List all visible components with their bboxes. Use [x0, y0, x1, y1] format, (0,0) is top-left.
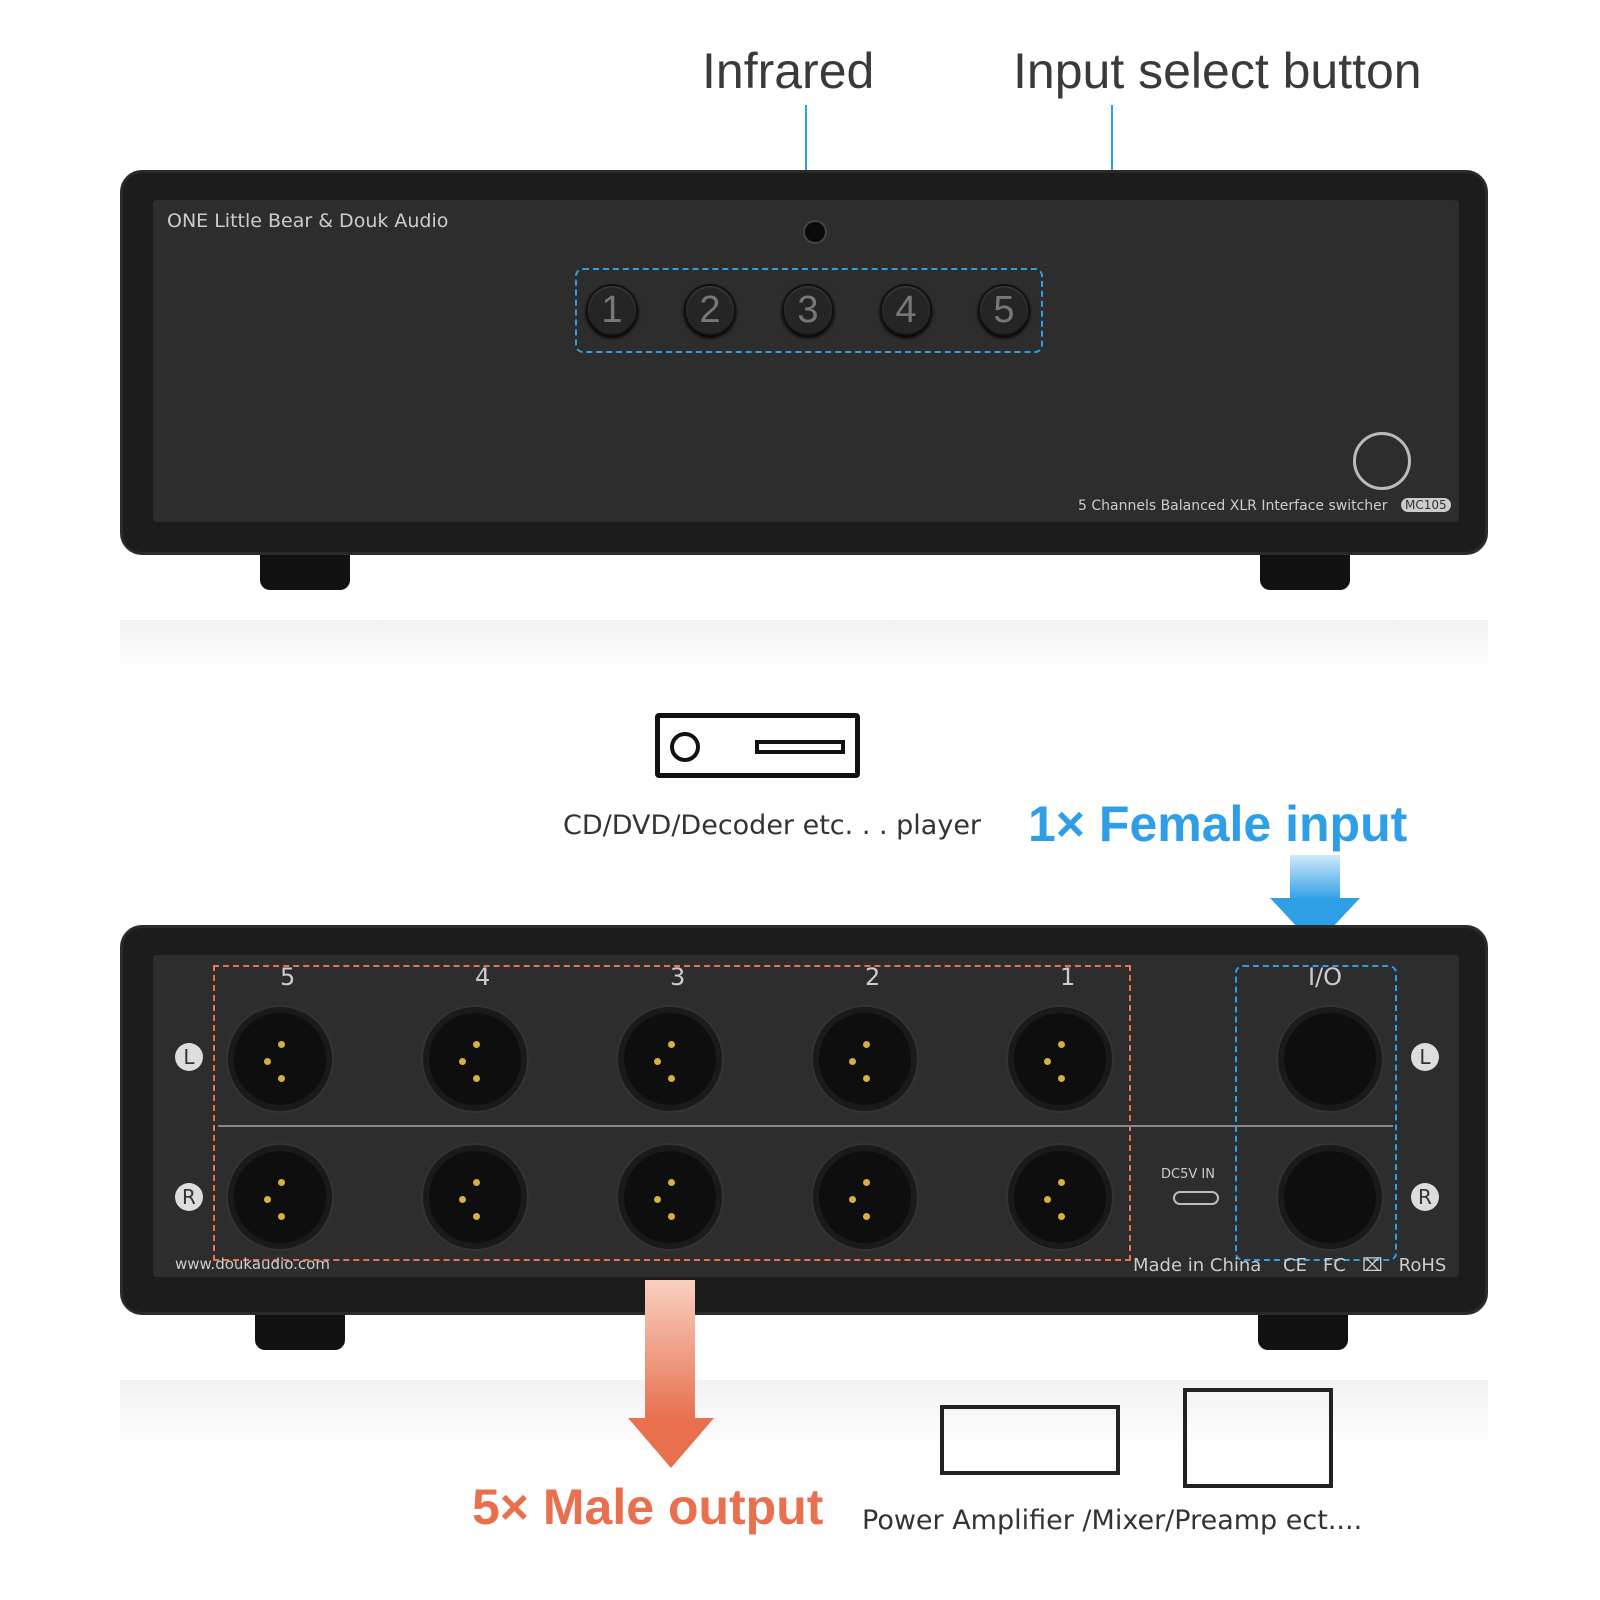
xlr-pin	[1044, 1196, 1051, 1203]
xlr-pin	[473, 1179, 480, 1186]
input-button-2[interactable]: 2	[684, 284, 736, 336]
infrared-callout: Infrared	[702, 43, 875, 99]
xlr-pin	[1058, 1075, 1065, 1082]
xlr-pin	[668, 1041, 675, 1048]
model-badge: MC105	[1401, 498, 1451, 512]
source-label: CD/DVD/Decoder etc. . . player	[563, 810, 982, 841]
xlr-pin	[863, 1075, 870, 1082]
weee-icon: ⌧	[1361, 1255, 1383, 1276]
xlr-pin	[278, 1213, 285, 1220]
xlr-pin	[1044, 1058, 1051, 1065]
xlr-logo-icon	[1353, 432, 1411, 490]
io-label: I/O	[1308, 963, 1343, 991]
brand-label: ONE Little Bear & Douk Audio	[167, 210, 449, 232]
female-xlr-input-right[interactable]	[1278, 1145, 1382, 1249]
foot	[255, 1315, 345, 1350]
infrared-sensor	[803, 220, 827, 244]
foot	[260, 555, 350, 590]
dc-label: DC5V IN	[1161, 1167, 1215, 1182]
foot	[1258, 1315, 1348, 1350]
right-label-io: R	[1411, 1183, 1439, 1211]
xlr-pin	[654, 1196, 661, 1203]
xlr-pin	[278, 1075, 285, 1082]
input-button-1[interactable]: 1	[586, 284, 638, 336]
xlr-pin	[473, 1213, 480, 1220]
xlr-pin	[1058, 1041, 1065, 1048]
output-group	[213, 965, 1131, 1261]
xlr-pin	[459, 1196, 466, 1203]
xlr-pin	[264, 1058, 271, 1065]
xlr-pin	[849, 1058, 856, 1065]
model-text: 5 Channels Balanced XLR Interface switch…	[1078, 498, 1388, 514]
fc-mark: FC	[1322, 1255, 1346, 1276]
arrow-down-icon	[645, 1280, 695, 1420]
cert-marks: CE FC ⌧ RoHS	[1283, 1255, 1446, 1276]
front-panel: ONE Little Bear & Douk Audio 5 Channels …	[153, 200, 1459, 522]
xlr-pin	[278, 1041, 285, 1048]
infrared-leader-line	[805, 105, 807, 200]
xlr-pin	[849, 1196, 856, 1203]
male-xlr-output-5-left[interactable]	[228, 1007, 332, 1111]
xlr-pin	[473, 1041, 480, 1048]
button-group	[575, 268, 1043, 353]
channel-number: 1	[1060, 963, 1076, 991]
left-label-io: L	[1411, 1043, 1439, 1071]
back-chassis: I/O L R L R DC5V IN www.doukaudio.com Ma…	[120, 925, 1488, 1315]
xlr-pin	[668, 1213, 675, 1220]
usb-c-port[interactable]	[1173, 1191, 1219, 1205]
male-xlr-output-2-right[interactable]	[813, 1145, 917, 1249]
xlr-pin	[863, 1041, 870, 1048]
male-xlr-output-4-left[interactable]	[423, 1007, 527, 1111]
male-xlr-output-4-right[interactable]	[423, 1145, 527, 1249]
xlr-pin	[863, 1213, 870, 1220]
divider	[218, 1125, 1393, 1127]
xlr-pin	[473, 1075, 480, 1082]
input-group	[1235, 965, 1397, 1261]
channel-number: 3	[670, 963, 686, 991]
ce-mark: CE	[1283, 1255, 1307, 1276]
female-input-callout: 1× Female input	[1028, 796, 1408, 852]
amplifier-icon	[940, 1405, 1120, 1475]
channel-number: 2	[865, 963, 881, 991]
female-xlr-input-left[interactable]	[1278, 1007, 1382, 1111]
channel-number: 5	[280, 963, 296, 991]
xlr-pin	[278, 1179, 285, 1186]
right-label: R	[175, 1183, 203, 1211]
xlr-pin	[863, 1179, 870, 1186]
arrow-down-head	[628, 1418, 714, 1468]
male-xlr-output-3-left[interactable]	[618, 1007, 722, 1111]
mixer-icon	[1183, 1388, 1333, 1488]
xlr-pin	[459, 1058, 466, 1065]
back-panel: I/O L R L R DC5V IN www.doukaudio.com Ma…	[153, 955, 1459, 1277]
xlr-pin	[668, 1075, 675, 1082]
xlr-pin	[668, 1179, 675, 1186]
male-xlr-output-2-left[interactable]	[813, 1007, 917, 1111]
input-button-5[interactable]: 5	[978, 284, 1030, 336]
xlr-pin	[654, 1058, 661, 1065]
input-button-3[interactable]: 3	[782, 284, 834, 336]
website: www.doukaudio.com	[175, 1255, 330, 1273]
xlr-pin	[264, 1196, 271, 1203]
left-label: L	[175, 1043, 203, 1071]
input-select-callout: Input select button	[1013, 43, 1422, 99]
front-chassis: ONE Little Bear & Douk Audio 5 Channels …	[120, 170, 1488, 555]
destination-label: Power Amplifier /Mixer/Preamp ect....	[862, 1505, 1363, 1536]
player-icon	[655, 713, 860, 778]
foot	[1260, 555, 1350, 590]
male-xlr-output-1-right[interactable]	[1008, 1145, 1112, 1249]
rohs-mark: RoHS	[1398, 1255, 1447, 1276]
male-xlr-output-1-left[interactable]	[1008, 1007, 1112, 1111]
input-button-4[interactable]: 4	[880, 284, 932, 336]
male-xlr-output-3-right[interactable]	[618, 1145, 722, 1249]
channel-number: 4	[475, 963, 491, 991]
xlr-pin	[1058, 1179, 1065, 1186]
male-output-callout: 5× Male output	[472, 1479, 824, 1535]
xlr-pin	[1058, 1213, 1065, 1220]
male-xlr-output-5-right[interactable]	[228, 1145, 332, 1249]
reflection	[120, 620, 1488, 670]
arrow-down-icon	[1290, 855, 1340, 900]
made-in: Made in China	[1133, 1255, 1262, 1276]
